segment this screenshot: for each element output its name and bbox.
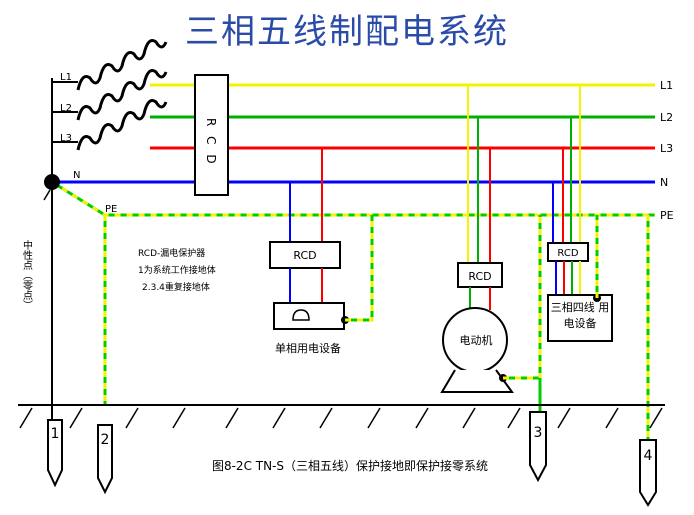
three-phase-device [547, 294, 613, 342]
ground-label-1: 1 [51, 426, 60, 442]
label-l2-right: L2 [660, 111, 673, 124]
motor-label: 电动机 [460, 333, 493, 347]
label-pe-right: PE [660, 209, 674, 222]
note-rcd: RCD-漏电保护器 [138, 247, 205, 259]
ground-label-2: 2 [101, 432, 110, 448]
label-n-left: N [73, 170, 80, 181]
note-working-ground: 1为系统工作接地体 [138, 264, 216, 276]
neutral-point-node [44, 174, 60, 190]
ground-electrode-4 [639, 439, 657, 507]
rcd-single-phase [269, 241, 341, 269]
label-pe-left: PE [105, 204, 117, 215]
ground-hatching [19, 407, 663, 429]
ground-label-3: 3 [534, 425, 543, 441]
rcd-motor-label: RCD [468, 270, 491, 283]
ground-electrode-2 [97, 424, 113, 495]
single-phase-device-label: 单相用电设备 [275, 341, 341, 355]
coil-l3 [76, 99, 168, 151]
label-l3-left: L3 [60, 133, 72, 144]
note-repeat-ground: 2.3.4重复接地体 [142, 281, 210, 293]
coil-l1 [76, 39, 168, 91]
page-title: 三相五线制配电系统 [185, 12, 509, 52]
rcd-single-phase-label: RCD [293, 249, 316, 262]
ground-electrode-1 [47, 419, 63, 488]
figure-caption: 图8-2C TN-S（三相五线）保护接地即保护接零系统 [212, 458, 488, 473]
line-pe [51, 180, 655, 217]
coil-l2 [76, 69, 168, 121]
main-rcd-label: R C D [204, 118, 218, 167]
label-l1-right: L1 [660, 79, 673, 92]
label-l3-right: L3 [660, 142, 673, 155]
rcd-motor [457, 262, 503, 288]
neutral-point-label: 中性点（零点） [21, 239, 33, 310]
label-l2-left: L2 [60, 103, 72, 114]
three-phase-device-label: 三相四线 用电设备 [550, 301, 610, 330]
ground-label-4: 4 [644, 448, 653, 464]
rcd-three-phase-label: RCD [557, 248, 578, 259]
label-l1-left: L1 [60, 72, 72, 83]
ground-electrode-3 [529, 411, 547, 483]
main-rcd-box [194, 74, 229, 196]
rcd-three-phase [547, 242, 589, 262]
label-n-right: N [660, 176, 668, 189]
